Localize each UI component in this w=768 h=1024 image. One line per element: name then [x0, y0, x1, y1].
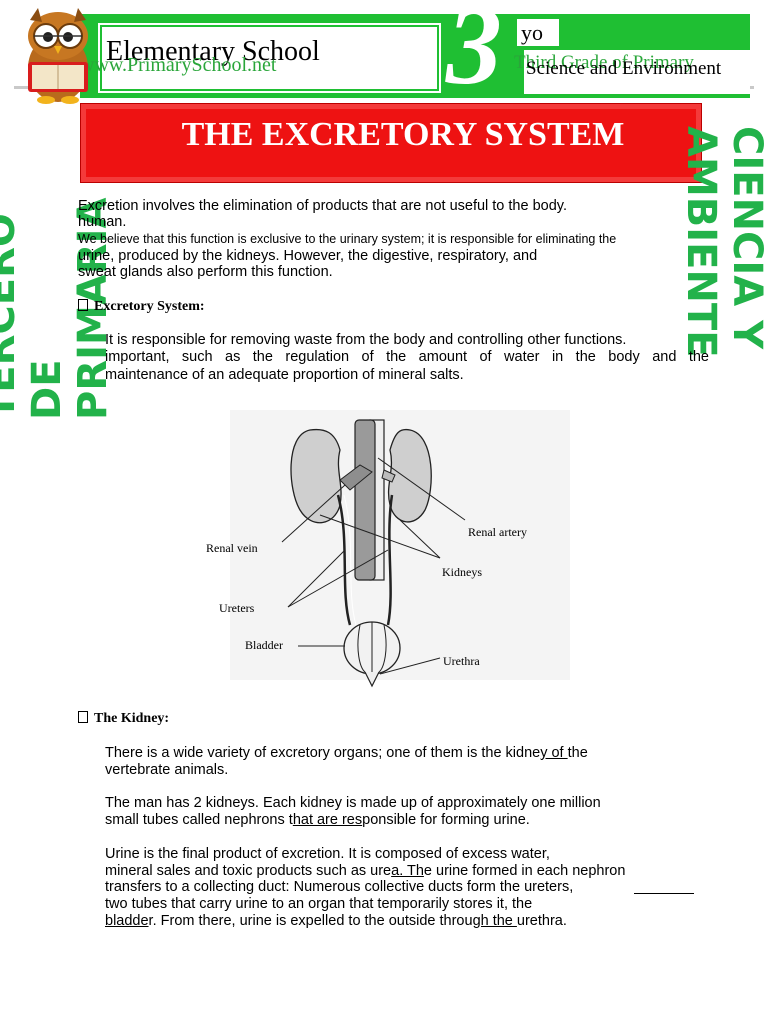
excretory-line-3: maintenance of an adequate proportion of… [105, 367, 464, 383]
intro-line-3: We believe that this function is exclusi… [78, 232, 617, 246]
excretory-line-1: It is responsible for removing waste fro… [105, 332, 627, 348]
label-kidneys: Kidneys [442, 565, 482, 579]
school-name-box [98, 23, 441, 93]
intro-line-4: urine, produced by the kidneys. However,… [78, 248, 538, 264]
title-banner [80, 103, 702, 183]
intro-line-2: human. [78, 214, 127, 230]
subject-box [524, 50, 750, 94]
owl-logo-icon [28, 8, 88, 104]
label-bladder: Bladder [245, 638, 283, 652]
section-excretory-heading: Excretory System: [78, 299, 205, 315]
label-renal-artery: Renal artery [468, 525, 527, 539]
section-kidney-heading: The Kidney: [78, 711, 169, 727]
kidney-p3-line-2: mineral sales and toxic products such as… [105, 863, 626, 879]
excretory-line-2: important, such as the regulation of the… [105, 349, 709, 365]
label-urethra: Urethra [443, 654, 480, 668]
school-url[interactable]: www.PrimarySchool.net [80, 54, 277, 76]
kidney-p3-line-1: Urine is the final product of excretion.… [105, 846, 550, 862]
grade-number: 3 [446, 0, 502, 108]
kidney-p3-line-3: transfers to a collecting duct: Numerous… [105, 879, 574, 895]
bullet-box-icon [78, 711, 88, 723]
school-name: Elementary School [106, 36, 320, 67]
blank-underline [634, 893, 694, 894]
kidney-p3-line-4: two tubes that carry urine to an organ t… [105, 896, 533, 912]
kidney-p2-line-2: small tubes called nephrons that are res… [105, 812, 530, 828]
urinary-system-diagram [230, 410, 570, 688]
bullet-box-icon [78, 299, 88, 311]
intro-line-5: sweat glands also perform this function. [78, 264, 333, 280]
side-label-left: TERCERO DE PRIMARIA [0, 197, 116, 420]
kidney-p3-line-5: bladder. From there, urine is expelled t… [105, 913, 567, 929]
kidney-p1-line-1: There is a wide variety of excretory org… [105, 745, 588, 761]
grade-label: Third Grade of Primary [514, 52, 694, 73]
kidney-p1-line-2: vertebrate animals. [105, 762, 229, 778]
kidney-p2-line-1: The man has 2 kidneys. Each kidney is ma… [105, 795, 601, 811]
grade-suffix-box [517, 19, 559, 46]
side-label-right: CIENCIA Y AMBIENTE [678, 126, 768, 358]
grade-suffix: yo [521, 20, 543, 45]
intro-line-1: Excretion involves the elimination of pr… [78, 198, 567, 214]
label-renal-vein: Renal vein [206, 541, 258, 555]
page-title: THE EXCRETORY SYSTEM [181, 116, 625, 153]
label-ureters: Ureters [219, 601, 255, 615]
subject-label: Science and Environment [526, 58, 722, 79]
